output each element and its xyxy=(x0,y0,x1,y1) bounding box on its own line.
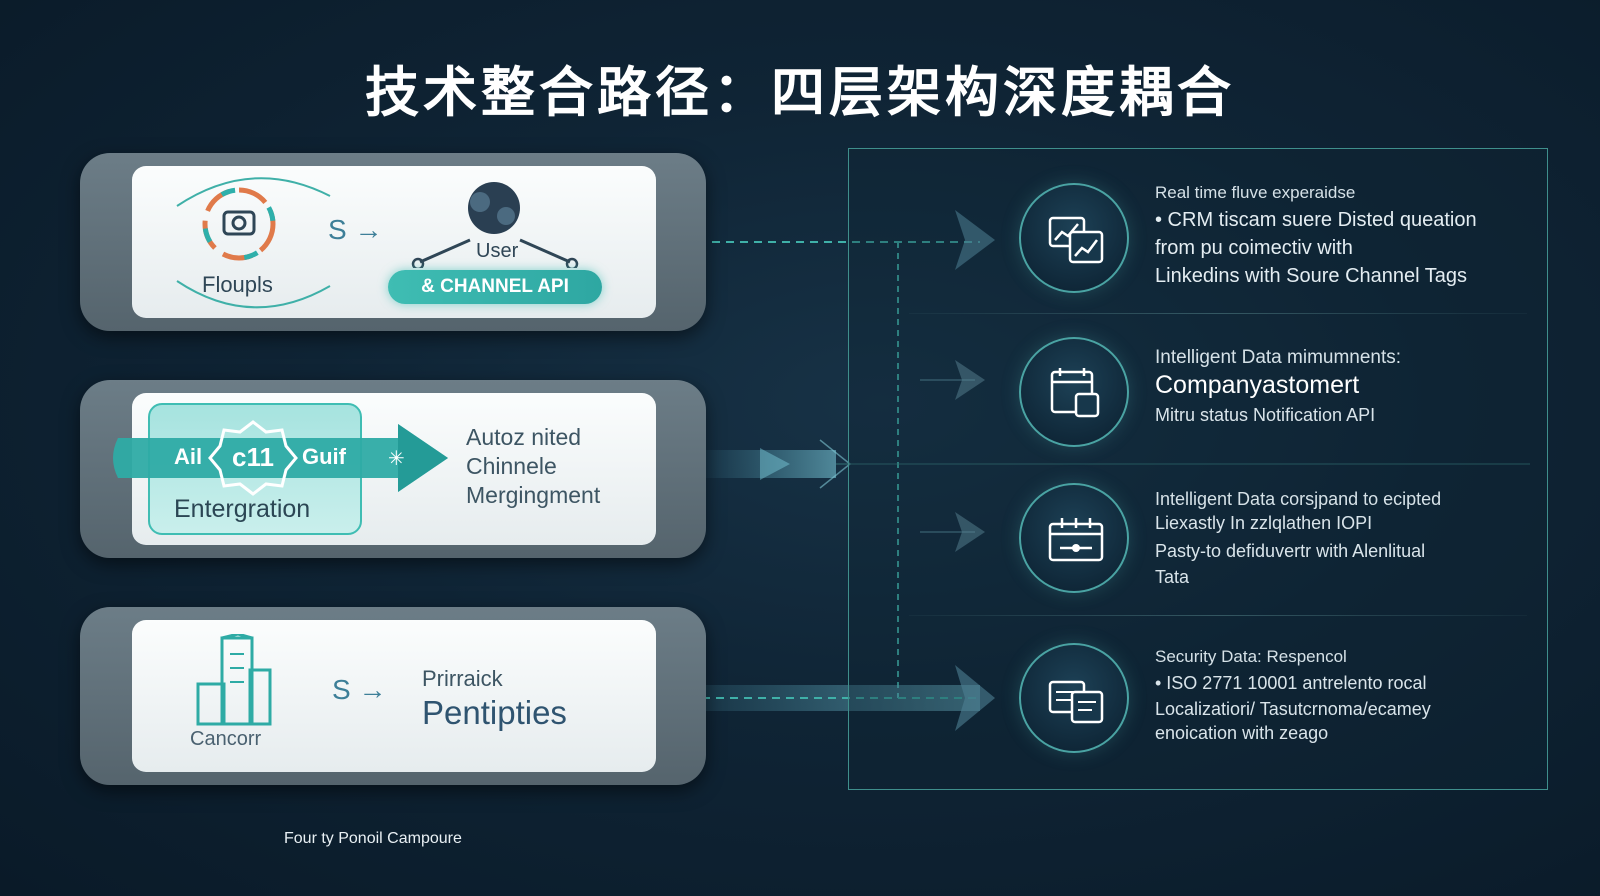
right-line-3: Mergingment xyxy=(466,482,601,508)
cross-arrows-icon: ✳ xyxy=(388,448,405,470)
feature3-line-2: Pasty-to defiduvertr with Alenlitual xyxy=(1155,541,1426,561)
right-line-1: Autoz nited xyxy=(466,424,582,450)
schedule-board-icon xyxy=(1048,518,1104,562)
teal-arrow-band xyxy=(113,424,448,492)
arrow-right-icon: → xyxy=(358,674,387,705)
layer1-arrow: S → xyxy=(328,214,382,246)
feature4-icon-circle xyxy=(1019,643,1129,753)
arrow-right-icon: → xyxy=(354,214,383,245)
arrow-left-text-a: Ail xyxy=(174,444,203,469)
right-line-2: Chinnele xyxy=(466,453,557,479)
feature-panel: Real time fluve experaidse • CRM tiscam … xyxy=(848,148,1548,790)
layer1-user-label: User xyxy=(476,240,519,262)
cycle-ring-icon xyxy=(176,177,331,309)
secure-documents-icon xyxy=(1048,680,1104,724)
building-icon xyxy=(196,634,272,726)
feature4-line-1: • ISO 2771 10001 antrelento rocal xyxy=(1155,673,1427,693)
feature2-heading: Intelligent Data mimumnents: xyxy=(1155,347,1402,368)
feature1-heading: Real time fluve experaidse xyxy=(1155,183,1356,202)
feature4-line-3: enoication with zeago xyxy=(1155,723,1329,743)
footer-caption: Four ty Ponoil Campoure xyxy=(284,830,462,847)
feature3-heading: Intelligent Data corsjpand to ecipted xyxy=(1155,489,1442,509)
user-network-icon xyxy=(411,182,579,268)
feature1-line-3: Linkedins with Soure Channel Tags xyxy=(1155,265,1468,287)
layer3-right-small: Prirraick xyxy=(422,666,503,691)
feature2-small-text: Mitru status Notification API xyxy=(1155,405,1376,425)
row-separator xyxy=(909,313,1527,314)
row-separator xyxy=(909,615,1527,616)
layer-card-2: Entergration Autoz nited Chinnele Mergin… xyxy=(80,380,706,558)
layer3-right-big: Pentipties xyxy=(422,694,567,731)
layer-card-3: Cancorr S → Prirraick Pentipties xyxy=(80,607,706,785)
chinnele-text: Autoz nited Chinnele Mergingment xyxy=(466,423,600,510)
feature1-icon-circle xyxy=(1019,183,1129,293)
channel-api-label: & CHANNEL API xyxy=(421,276,569,297)
chart-documents-icon xyxy=(1048,216,1104,264)
integration-label: Entergration xyxy=(174,495,311,523)
feature1-line-2: from pu coimectiv with xyxy=(1155,237,1353,259)
chip-gear-icon xyxy=(208,420,298,496)
channel-api-pill: & CHANNEL API xyxy=(388,270,602,304)
arrow-left-text-b: Guif xyxy=(302,444,346,469)
feature3-line-3: Tata xyxy=(1155,567,1190,587)
feature3-line-1: Liexastly In zzlqlathen IOPI xyxy=(1155,513,1373,533)
layer-panel-3: Cancorr S → Prirraick Pentipties xyxy=(132,620,656,772)
feature2-icon-circle xyxy=(1019,337,1129,447)
layer-panel-1: Floupls S → User & CHANNEL API xyxy=(132,166,656,318)
feature4-line-2: Localizatiori/ Tasutcrnoma/ecamey xyxy=(1155,699,1431,719)
layer1-arrow-label: S xyxy=(328,214,347,245)
layer3-left-label: Cancorr xyxy=(190,728,262,750)
page-title: 技术整合路径：四层架构深度耦合 xyxy=(365,61,1235,124)
feature3-icon-circle xyxy=(1019,483,1129,593)
layer3-arrow: S → xyxy=(332,674,386,706)
layer3-arrow-label: S xyxy=(332,674,351,705)
feature1-line-1: • CRM tiscam suere Disted queation xyxy=(1155,209,1477,231)
chip-text: c11 xyxy=(232,442,274,472)
feature2-big-text: Companyastomert xyxy=(1155,371,1360,399)
layer1-left-label: Floupls xyxy=(202,272,273,297)
feature4-heading: Security Data: Respencol xyxy=(1155,647,1347,666)
calendar-folder-icon xyxy=(1050,368,1100,418)
layer-card-1: Floupls S → User & CHANNEL API xyxy=(80,153,706,331)
